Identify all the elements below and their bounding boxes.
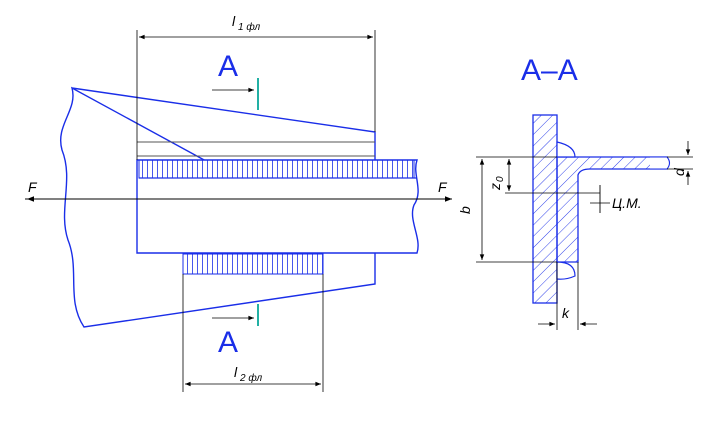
force-right-label: F [438, 179, 448, 195]
dim-z0-sub: 0 [495, 176, 506, 182]
dimension-k: k [538, 262, 597, 330]
angle-bar [136, 159, 419, 254]
section-weld-bottom [556, 261, 576, 280]
section-cut-bottom: A [212, 304, 259, 359]
dimension-b: b [457, 156, 557, 263]
section-title: A–A [521, 54, 578, 87]
dim-l2-label: l [234, 364, 238, 380]
dim-k-label: k [562, 305, 570, 321]
dim-l2-sub: 2 фл [239, 372, 262, 384]
section-letter-top: A [218, 50, 238, 83]
flange-tip [650, 156, 671, 170]
section-weld-top [556, 141, 576, 158]
dim-l1-sub: 1 фл [238, 21, 260, 33]
dimension-z0: z 0 [487, 159, 512, 191]
main-view: F F l 1 фл l 2 фл A A [25, 13, 452, 392]
section-view: A–A Ц.М. b z 0 [457, 54, 693, 330]
dim-b-label: b [457, 206, 473, 214]
dimension-l1: l 1 фл [136, 13, 376, 160]
section-plate [532, 114, 558, 304]
dim-l1-label: l [232, 13, 236, 29]
force-left-label: F [28, 179, 38, 195]
weld-flange-bottom [182, 253, 324, 275]
centroid-label: Ц.М. [612, 195, 642, 211]
section-letter-bottom: A [218, 326, 238, 359]
dimension-d: d [667, 141, 693, 185]
dim-z0-label: z [487, 183, 503, 191]
dim-d-label: d [671, 167, 687, 176]
dimension-l2: l 2 фл [182, 274, 324, 392]
section-cut-top: A [212, 50, 259, 110]
weld-flange-top [138, 159, 415, 179]
